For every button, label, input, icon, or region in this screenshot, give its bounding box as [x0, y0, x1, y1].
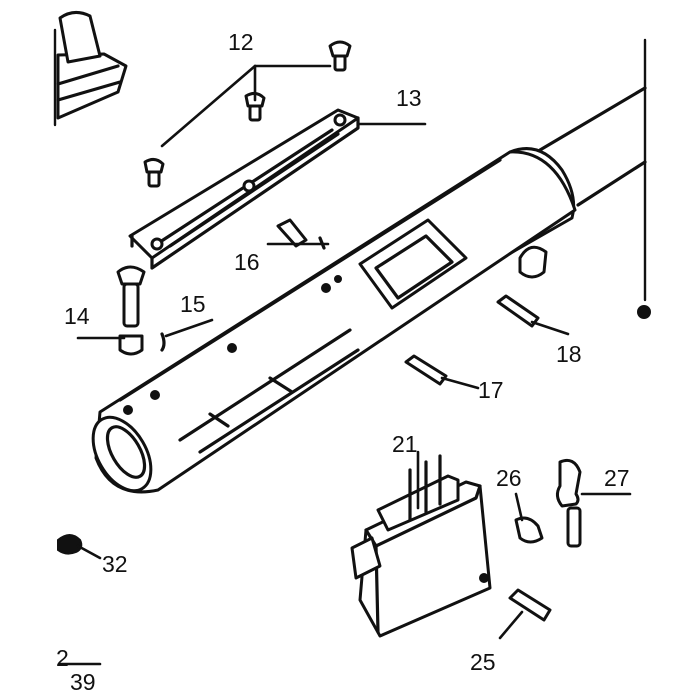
pin-part-16	[266, 218, 330, 250]
screw-part-32	[57, 534, 102, 560]
pin-part-25	[498, 588, 552, 640]
housing-part-21	[350, 450, 492, 638]
leader-32	[76, 544, 102, 560]
corner-mark: 2	[56, 645, 69, 671]
callout-14: 14	[64, 303, 90, 329]
callout-15: 15	[180, 291, 206, 317]
callout-13: 13	[396, 85, 422, 111]
leader-15	[164, 318, 214, 338]
pin-part-14	[76, 265, 146, 356]
leader-26	[514, 492, 524, 522]
callout-12: 12	[228, 29, 254, 55]
pin-part-18	[496, 294, 570, 336]
part-26	[514, 492, 544, 544]
callout-26: 26	[496, 465, 522, 491]
callout-21: 21	[392, 431, 418, 457]
leader-12c	[160, 64, 257, 148]
pin-part-17	[404, 354, 480, 390]
part-27	[555, 458, 632, 548]
callout-39: 39	[70, 669, 96, 695]
screw-part-12	[143, 40, 352, 188]
callout-32: 32	[102, 551, 128, 577]
leader-18	[530, 320, 570, 336]
receiver-body	[91, 86, 647, 494]
callout-18: 18	[556, 341, 582, 367]
right-edge-mark	[637, 305, 651, 319]
leader-17	[440, 376, 480, 390]
front-sight-part	[56, 11, 128, 120]
callout-17: 17	[478, 377, 504, 403]
callout-27: 27	[604, 465, 630, 491]
callout-16: 16	[234, 249, 260, 275]
callout-25: 25	[470, 649, 496, 675]
spring-part-15	[160, 318, 214, 352]
rail-part-13	[128, 108, 427, 270]
leader-25	[498, 610, 524, 640]
